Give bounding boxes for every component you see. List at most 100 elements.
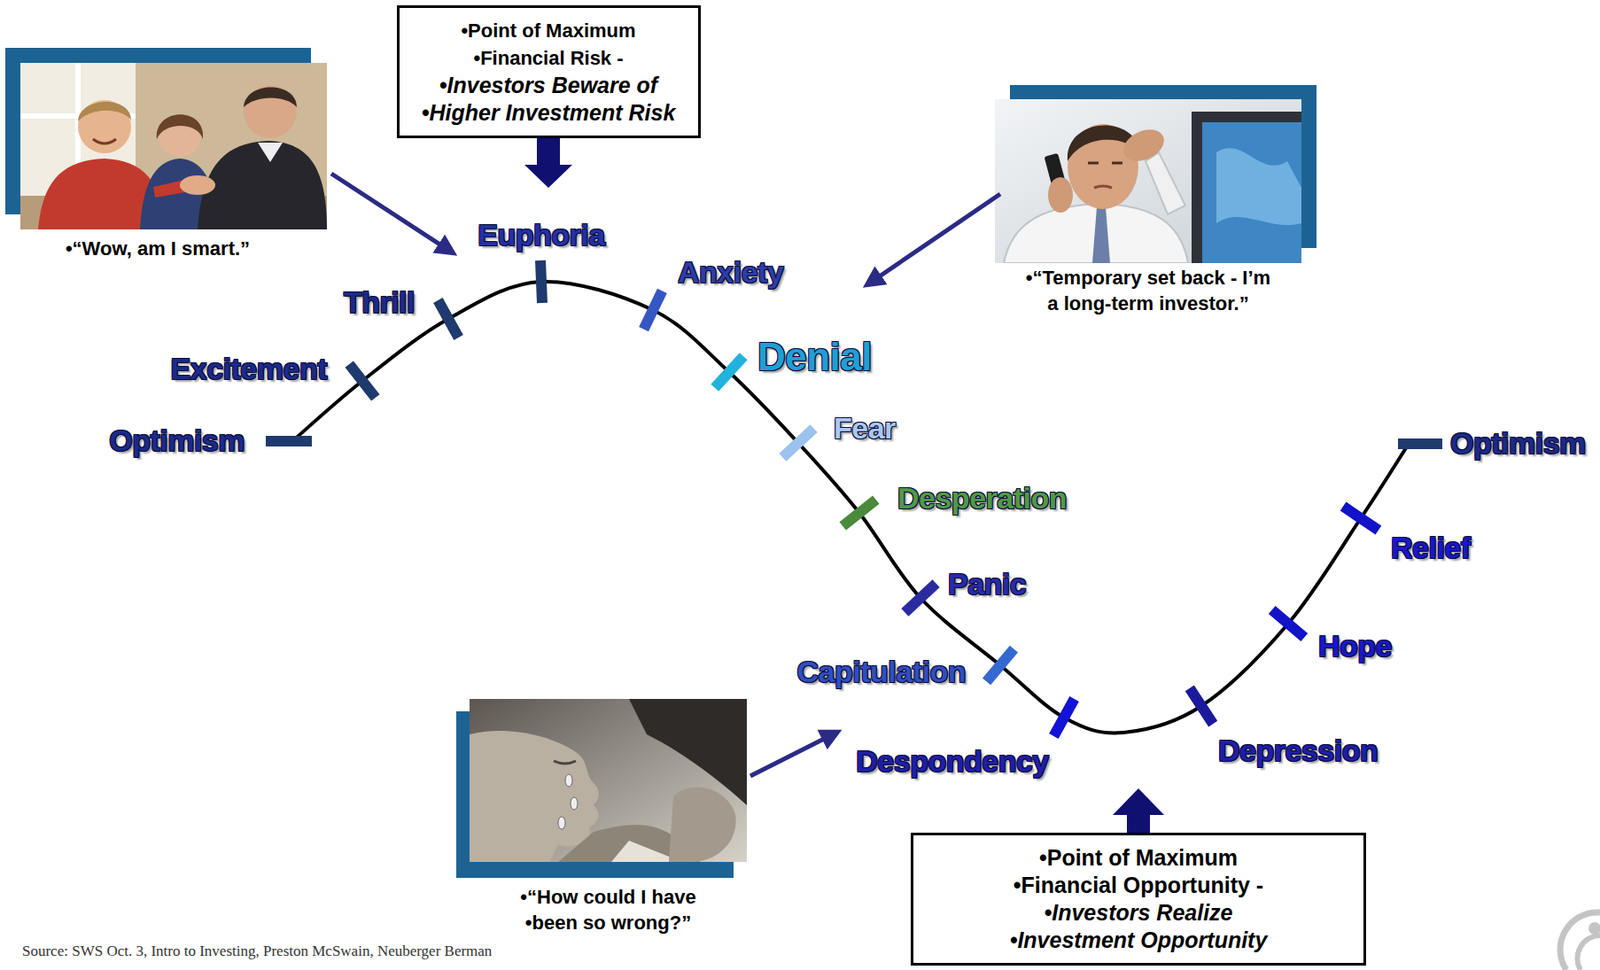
callout-line: •Financial Risk - [473, 44, 623, 72]
cycle-curve-part [1398, 438, 1443, 450]
cycle-curve-part [986, 649, 1015, 683]
callout-line: •Financial Opportunity - [1013, 871, 1264, 900]
stage-label: Fear [833, 411, 896, 445]
cycle-curve-part [1343, 506, 1379, 531]
callout-line: •Investment Opportunity [1009, 926, 1268, 955]
photo-phone-investor [994, 99, 1302, 264]
photo-phone-investor-part-part [1094, 186, 1112, 188]
logo-mark-part [1560, 912, 1600, 970]
photo-phone-investor-part-part [1003, 203, 1189, 264]
logo-mark-part [1588, 922, 1600, 935]
source-note: Source: SWS Oct. 3, Intro to Investing, … [22, 942, 492, 961]
photo-handshake-part-part [243, 85, 297, 139]
cycle-curve [265, 260, 1443, 737]
cycle-curve-part [349, 364, 376, 398]
stage-label: Relief [1390, 531, 1471, 565]
photo-tearful-face [469, 699, 747, 863]
photo-handshake-part-part [197, 140, 327, 230]
photo-frames [5, 47, 1317, 878]
stage-label: Despondency [855, 745, 1049, 778]
photo-handshake-part [20, 62, 327, 230]
photo-phone-investor-part-part [1118, 123, 1169, 167]
cycle-curve-part [842, 499, 877, 527]
stage-label: Optimism [1450, 427, 1586, 460]
logo-mark [1560, 912, 1600, 970]
photo-phone-investor-part-part [1191, 111, 1302, 264]
callout-line: •Higher Investment Risk [421, 99, 676, 127]
cycle-curve-part [437, 300, 459, 338]
stage-label: Desperation [897, 481, 1067, 515]
photo-phone-investor-part-part [1048, 177, 1073, 213]
cycle-curve-part [644, 290, 663, 329]
photo-handshake-part-part [243, 87, 297, 109]
photo-phone-investor-part-part [994, 99, 1302, 264]
cycle-curve-part [782, 428, 814, 459]
photo-phone-investor-part-part [1216, 147, 1302, 226]
pointer-arrows-part [866, 194, 1001, 286]
photo-callout: •“How could I have•been so wrong?” [469, 699, 747, 936]
photo-phone-investor-part-part [1087, 162, 1123, 165]
cycle-curve-part [265, 435, 312, 447]
photo-caption: •“How could I have [469, 884, 747, 910]
photo-tearful-face-part-part [469, 730, 599, 863]
box-arrows-part [1126, 814, 1150, 834]
box-arrows-part [1112, 788, 1165, 816]
logo-mark-part [1577, 935, 1600, 970]
stage-label: Hope [1318, 629, 1392, 663]
photo-callout: •“Wow, am I smart.” [20, 62, 327, 262]
cycle-curve-part [540, 260, 543, 303]
photo-tearful-face-part-part [565, 774, 573, 787]
stage-label: Euphoria [477, 218, 605, 252]
photo-handshake-part-part [156, 114, 203, 140]
photo-phone-investor-part-part [1145, 152, 1186, 215]
cycle-curve-part [1272, 610, 1305, 638]
photo-tearful-face-part-part [553, 761, 576, 764]
photo-phone-investor-part-part [1202, 122, 1302, 264]
cycle-curve-part [292, 281, 1409, 734]
photo-handshake-part-part [77, 101, 132, 122]
pointer-arrows-part [750, 731, 839, 777]
photo-phone-investor-part [994, 99, 1302, 264]
stage-label: Thrill [343, 286, 415, 319]
cycle-curve-part [1189, 688, 1213, 724]
stage-label: Optimism [108, 424, 245, 458]
stage-label: Excitement [170, 352, 327, 386]
callout-line: •Point of Maximum [1039, 844, 1238, 872]
photo-handshake-part-part [93, 139, 117, 144]
stage-label: Capitulation [797, 655, 966, 689]
callout-box: •Point of Maximum•Financial Risk -•Inves… [396, 5, 701, 139]
box-arrows-part [524, 164, 573, 188]
photo-caption: •“Wow, am I smart.” [4, 235, 311, 262]
photo-caption: •been so wrong?” [469, 909, 747, 936]
photo-handshake-part-part [257, 142, 283, 163]
photo-tearful-face-part-part [570, 797, 578, 810]
photo-handshake [20, 62, 327, 230]
photo-tearful-face-part-part [558, 816, 566, 830]
cycle-curve-part [1053, 699, 1074, 737]
box-arrows [524, 138, 1165, 834]
cycle-curve-part [904, 583, 936, 614]
photo-tearful-face-part-part [668, 787, 737, 863]
callout-line: •Investors Beware of [439, 71, 658, 100]
stage-label: Denial [757, 335, 872, 379]
stage-label: Anxiety [677, 256, 784, 289]
photo-callout: •“Temporary set back - I’m a long-term i… [994, 99, 1302, 317]
stage-label: Depression [1218, 734, 1378, 768]
photo-handshake-part-part [77, 100, 132, 154]
photo-tearful-face-part [469, 699, 747, 863]
stage-label: Panic [947, 567, 1026, 601]
photo-caption: •“Temporary set back - I’m a long-term i… [1021, 264, 1275, 317]
pointer-arrows-part [331, 173, 454, 254]
pointer-arrows [331, 173, 1001, 777]
box-arrows-part [536, 138, 560, 166]
photo-handshake-part-part [210, 169, 246, 195]
callout-line: •Point of Maximum [460, 16, 636, 45]
photo-handshake-part-part [179, 175, 216, 195]
cycle-curve-part [714, 356, 744, 388]
callout-box: •Point of Maximum•Financial Opportunity … [910, 832, 1367, 966]
photo-tearful-face-part-part [469, 699, 747, 863]
callout-line: •Investors Realize [1043, 899, 1233, 927]
photo-phone-investor-part-part [1092, 207, 1111, 264]
